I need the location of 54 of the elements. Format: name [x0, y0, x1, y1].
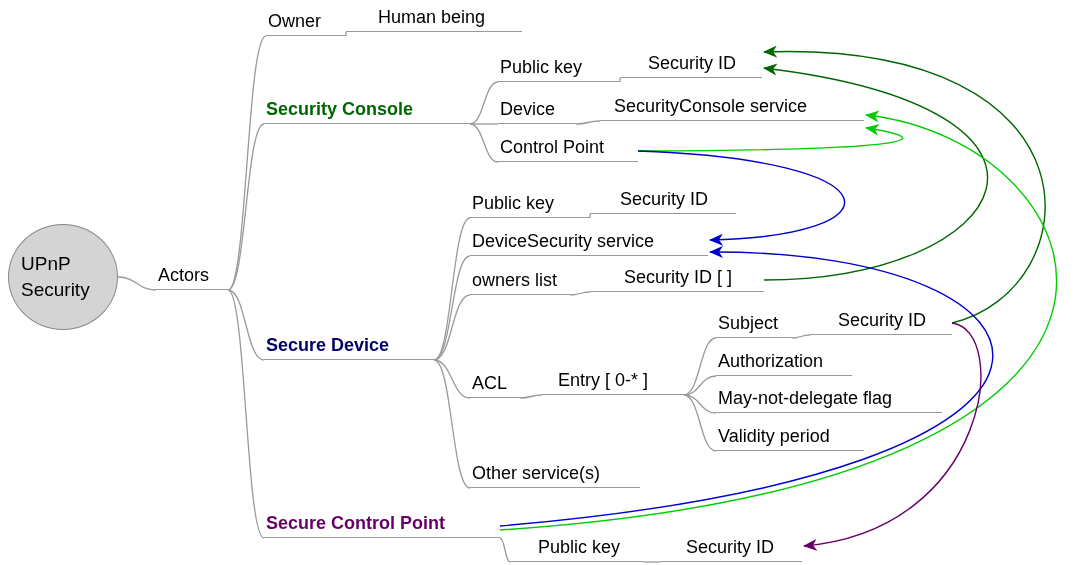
branch-topic: Device — [498, 97, 576, 124]
branch-topic: Public key — [510, 535, 644, 562]
branch-topic: Actors — [156, 263, 228, 290]
branch-topic: Authorization — [716, 349, 852, 376]
branch-topic: Other service(s) — [470, 461, 640, 488]
branch-topic: Security ID — [590, 187, 736, 214]
branch-topic: ACL — [470, 371, 520, 398]
branch-topic: SecurityConsole service — [600, 94, 864, 121]
branch-line — [227, 35, 267, 291]
branch-line — [469, 123, 499, 125]
branch-line — [569, 291, 591, 296]
branch-topic: Subject — [716, 311, 792, 338]
branch-topic: Human being — [346, 5, 522, 32]
branch-topic: DeviceSecurity service — [470, 229, 708, 256]
branch-topic: Owner — [266, 9, 346, 36]
branch-line — [619, 77, 621, 83]
branch-line — [575, 120, 601, 125]
branch-topic: Security ID — [660, 535, 802, 562]
arrow — [499, 111, 1057, 531]
branch-line — [683, 394, 717, 452]
branch-line — [117, 276, 157, 291]
branch-topic: Secure Control Point — [264, 511, 500, 538]
branch-line — [643, 561, 661, 563]
branch-topic: Security ID [ ] — [590, 265, 764, 292]
branch-line — [345, 31, 347, 37]
branch-line — [683, 375, 717, 396]
branch-topic: Secure Device — [264, 333, 434, 360]
branch-topic: Control Point — [498, 135, 638, 162]
branch-line — [589, 213, 591, 219]
branch-line — [519, 394, 543, 399]
branch-topic: Public key — [470, 191, 590, 218]
arrow — [763, 64, 987, 281]
root-ellipse: UPnP Security — [8, 224, 118, 330]
branch-line — [227, 289, 265, 361]
arrow — [763, 46, 1046, 324]
branch-topic: Security ID — [620, 51, 762, 78]
branch-line — [227, 289, 265, 539]
branch-line — [469, 123, 499, 163]
branch-topic: Security Console — [264, 97, 470, 124]
branch-topic: Entry [ 0-* ] — [542, 368, 684, 395]
arrow — [803, 322, 982, 550]
branch-line — [433, 255, 471, 361]
arrow — [637, 150, 845, 246]
branch-line — [791, 334, 811, 339]
arrow — [499, 246, 992, 527]
branch-topic: Public key — [498, 55, 620, 82]
branch-line — [499, 537, 511, 563]
branch-topic: owners list — [470, 268, 570, 295]
branch-topic: Validity period — [716, 424, 864, 451]
branch-line — [433, 359, 471, 489]
branch-line — [433, 294, 471, 361]
branch-topic: May-not-delegate flag — [716, 386, 942, 413]
branch-topic: Security ID — [810, 308, 952, 335]
branch-line — [227, 123, 265, 291]
